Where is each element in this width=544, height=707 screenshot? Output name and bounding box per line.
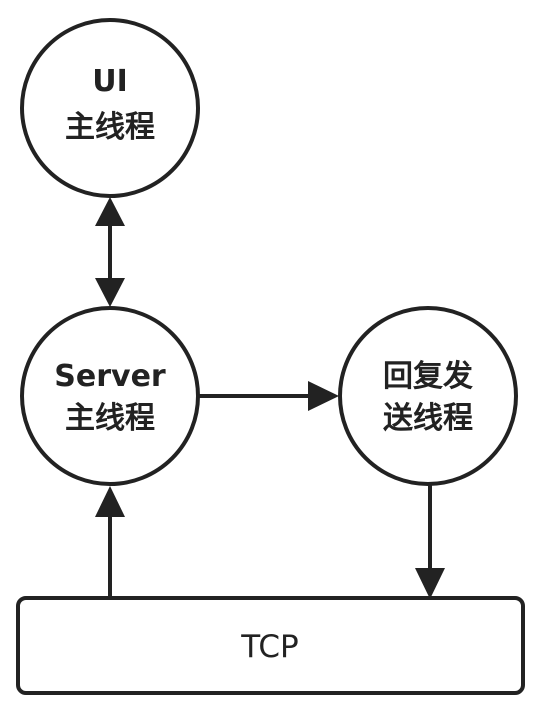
- server-thread-node: Server 主线程: [20, 306, 200, 486]
- ui-thread-circle: [20, 18, 200, 198]
- reply-thread-circle: [338, 306, 518, 486]
- arrowhead-down-icon: [95, 278, 125, 307]
- edge-server-reply: [198, 381, 339, 411]
- reply-thread-label-line2: 送线程: [383, 401, 473, 436]
- edge-ui-server: [95, 197, 125, 307]
- reply-thread-node: 回复发 送线程: [338, 306, 518, 486]
- arrowhead-up-icon: [95, 197, 125, 226]
- edge-tcp-server: [95, 486, 125, 598]
- reply-thread-label-line1: 回复发: [383, 359, 473, 394]
- ui-thread-label-line2: 主线程: [65, 110, 155, 145]
- arrowhead-right-icon: [308, 381, 339, 411]
- server-thread-label-line1: Server: [54, 359, 166, 394]
- tcp-label: TCP: [240, 629, 298, 665]
- server-thread-circle: [20, 306, 200, 486]
- edge-reply-tcp: [415, 485, 445, 599]
- arrowhead-up-icon: [95, 486, 125, 517]
- ui-thread-label-line1: UI: [92, 64, 128, 99]
- tcp-node: TCP: [16, 596, 525, 695]
- server-thread-label-line2: 主线程: [65, 401, 155, 436]
- ui-thread-node: UI 主线程: [20, 18, 200, 198]
- tcp-box: [16, 596, 525, 695]
- arrowhead-down-icon: [415, 568, 445, 599]
